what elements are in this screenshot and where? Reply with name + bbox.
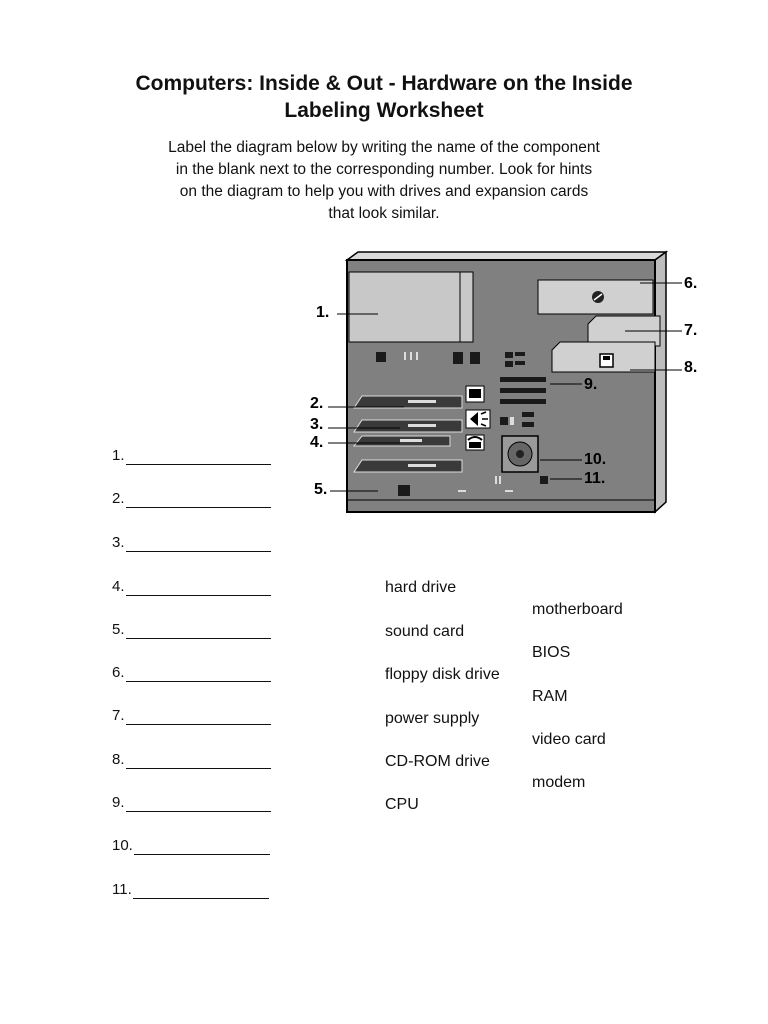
blank-6[interactable]: 6.: [112, 664, 271, 682]
blank-9[interactable]: 9.: [112, 794, 271, 812]
blank-10[interactable]: 10.: [112, 837, 270, 855]
blank-11[interactable]: 11.: [112, 881, 269, 899]
speaker-icon: [465, 409, 491, 429]
callout-10: 10.: [584, 451, 606, 468]
word-bank-item: BIOS: [532, 644, 571, 661]
callout-3: 3.: [310, 416, 323, 433]
instruction-line-1: Label the diagram below by writing the n…: [168, 139, 600, 156]
word-bank-item: CD-ROM drive: [385, 753, 490, 770]
callout-7: 7.: [684, 322, 697, 339]
callout-6: 6.: [684, 275, 697, 292]
word-bank-item: modem: [532, 774, 586, 791]
instruction-line-4: that look similar.: [328, 205, 440, 222]
ram-slot: [500, 377, 546, 382]
worksheet-title-line-1: Computers: Inside & Out - Hardware on th…: [135, 72, 633, 95]
callout-11: 11.: [584, 470, 605, 487]
word-bank-item: RAM: [532, 688, 568, 705]
blank-2[interactable]: 2.: [112, 490, 271, 508]
ram-slot: [500, 399, 546, 404]
bios-chip: [540, 476, 548, 484]
power-supply: [348, 271, 474, 343]
blank-5[interactable]: 5.: [112, 621, 271, 639]
callout-5: 5.: [314, 481, 327, 498]
case-top: [344, 251, 669, 261]
blank-3[interactable]: 3.: [112, 534, 271, 552]
instruction-line-2: in the blank next to the corresponding n…: [175, 161, 593, 178]
computer-case-diagram: 1. 2. 3. 4. 5. 6. 7. 8. 9. 10. 11.: [310, 250, 697, 514]
blank-1[interactable]: 1.: [112, 447, 271, 465]
blank-4[interactable]: 4.: [112, 578, 271, 596]
callout-2: 2.: [310, 395, 323, 412]
word-bank-item: hard drive: [385, 579, 457, 596]
ram-slot: [500, 388, 546, 393]
word-bank-item: power supply: [385, 710, 480, 727]
word-bank-item: motherboard: [532, 601, 623, 618]
callout-9: 9.: [584, 376, 597, 393]
floppy-icon: [599, 353, 614, 368]
callout-1: 1.: [316, 304, 329, 321]
worksheet-title-line-2: Labeling Worksheet: [284, 99, 484, 122]
callout-4: 4.: [310, 434, 323, 451]
drive-connector: [398, 485, 410, 496]
word-bank-item: CPU: [385, 796, 419, 813]
blank-8[interactable]: 8.: [112, 751, 271, 769]
callout-8: 8.: [684, 359, 697, 376]
word-bank-item: floppy disk drive: [385, 666, 500, 683]
word-bank-item: sound card: [385, 623, 465, 640]
blank-7[interactable]: 7.: [112, 707, 271, 725]
case-side: [654, 250, 667, 514]
chip: [376, 352, 386, 362]
monitor-icon: [465, 385, 485, 403]
instruction-line-3: on the diagram to help you with drives a…: [179, 183, 589, 200]
word-bank-item: video card: [532, 731, 606, 748]
phone-icon: [465, 434, 485, 451]
